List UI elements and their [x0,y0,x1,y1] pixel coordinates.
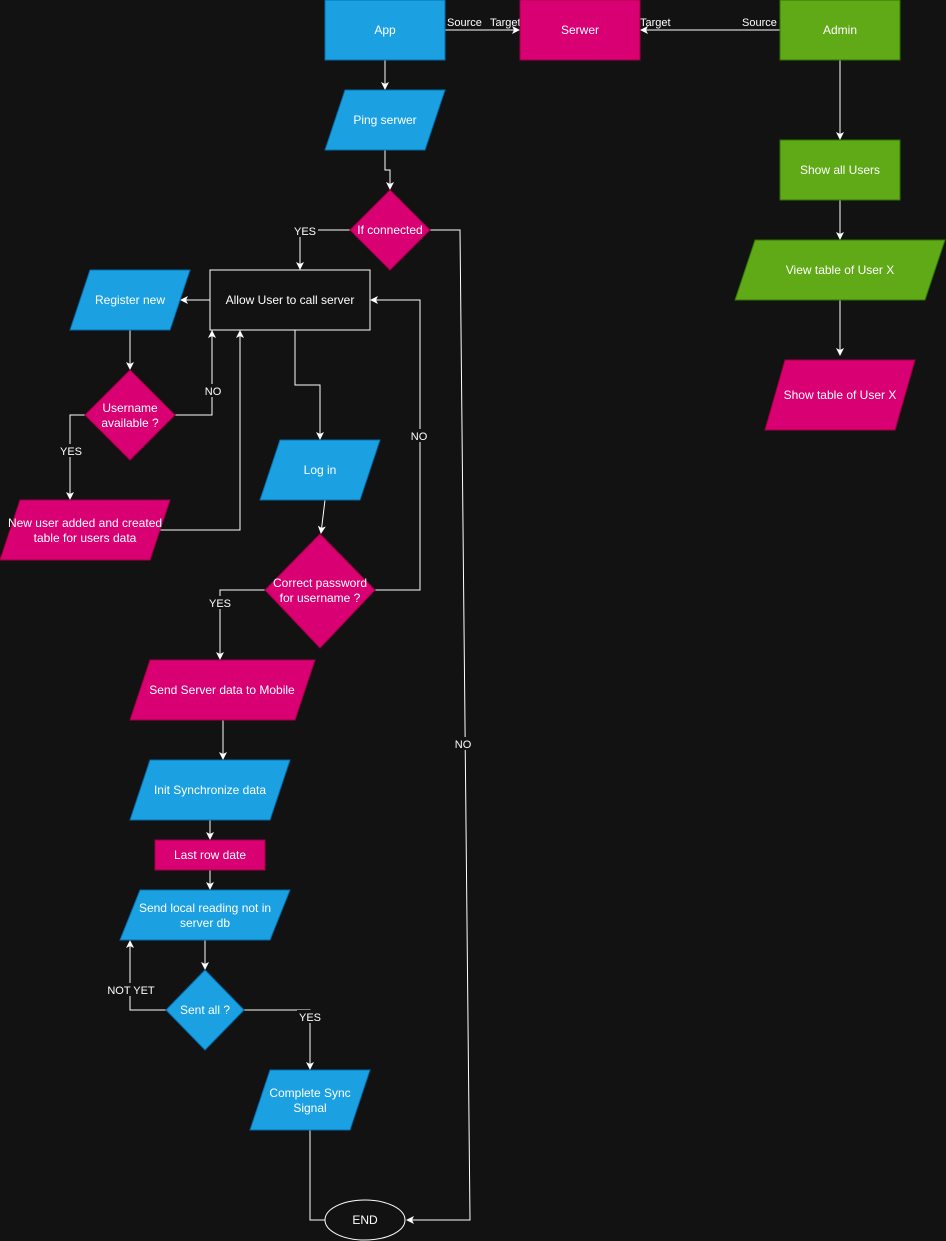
edge-login-password [317,499,326,534]
label-yes-username: YES [60,446,82,458]
node-register-new: Register new [69,269,191,331]
node-complete-sync-line1: Complete Sync [269,1086,350,1100]
node-serwer: Serwer [519,0,641,61]
node-admin-label: Admin [823,23,857,37]
node-last-row-date: Last row date [154,839,266,871]
node-correct-password: Correct password for username ? [264,533,376,649]
edge-allow-login [294,330,324,440]
node-show-all-users: Show all Users [779,139,901,201]
edge-password-sendserver [216,589,265,660]
node-register-new-label: Register new [95,293,165,307]
node-ping-serwer-label: Ping serwer [353,113,416,127]
label-source-app: Source [447,17,482,29]
label-yes-password: YES [209,598,231,610]
node-init-sync: Init Synchronize data [129,759,291,821]
node-log-in: Log in [259,439,381,501]
label-target-serwer-right: Target [640,17,671,29]
node-show-table: Show table of User X [764,359,916,431]
node-show-all-users-label: Show all Users [800,163,880,177]
node-allow-user: Allow User to call server [209,269,371,331]
node-app-label: App [374,23,396,37]
edge-username-allow [175,330,216,416]
node-complete-sync-line2: Signal [293,1101,326,1115]
label-no-username: NO [205,386,222,398]
node-if-connected: If connected [349,189,431,271]
node-serwer-label: Serwer [561,23,599,37]
node-send-local-line2: server db [180,916,230,930]
node-log-in-label: Log in [304,463,337,477]
node-send-server-data-label: Send Server data to Mobile [149,683,295,697]
node-view-table-label: View table of User X [786,263,895,277]
node-username-available-line1: Username [102,401,158,415]
label-yes-sent: YES [299,1012,321,1024]
edge-username-newuser [66,414,87,500]
node-username-available: Username available ? [84,369,176,461]
node-send-local: Send local reading not in server db [119,889,291,941]
node-ping-serwer: Ping serwer [324,89,446,151]
node-if-connected-label: If connected [357,223,422,237]
node-app: App [324,0,446,61]
node-username-available-line2: available ? [101,416,159,430]
node-send-local-line1: Send local reading not in [139,901,271,915]
label-source-admin: Source [742,17,777,29]
edge-newuser-allow [160,330,244,531]
node-allow-user-label: Allow User to call server [226,293,355,307]
node-send-server-data: Send Server data to Mobile [129,659,316,721]
node-sent-all: Sent all ? [165,969,245,1051]
edge-sentall-sendlocal [126,940,166,1011]
node-complete-sync: Complete Sync Signal [249,1069,371,1131]
edge-labels: Source Target Target Source YES NO NO YE… [58,17,777,1024]
node-new-user-added: New user added and created table for use… [0,499,171,561]
edge-password-allow [370,296,421,591]
node-last-row-date-label: Last row date [174,848,246,862]
label-not-yet: NOT YET [107,985,155,997]
node-init-sync-label: Init Synchronize data [154,783,266,797]
node-new-user-added-line2: table for users data [34,531,137,545]
label-no-password: NO [411,431,428,443]
edges [66,26,844,1224]
node-correct-password-line2: for username ? [280,591,361,605]
label-yes-connected: YES [294,226,316,238]
label-no-connected: NO [455,739,472,751]
node-sent-all-label: Sent all ? [180,1003,230,1017]
edge-ping-ifconnected [384,150,394,190]
node-end-label: END [352,1213,378,1227]
node-show-table-label: Show table of User X [784,388,897,402]
node-view-table: View table of User X [734,239,946,301]
node-new-user-added-line1: New user added and created [8,516,162,530]
node-end: END [324,1199,406,1241]
edge-ifconnected-end [406,229,471,1224]
node-correct-password-line1: Correct password [273,576,367,590]
node-admin: Admin [779,0,901,61]
edge-complete-end [309,1130,335,1224]
label-target-serwer-left: Target [490,17,521,29]
